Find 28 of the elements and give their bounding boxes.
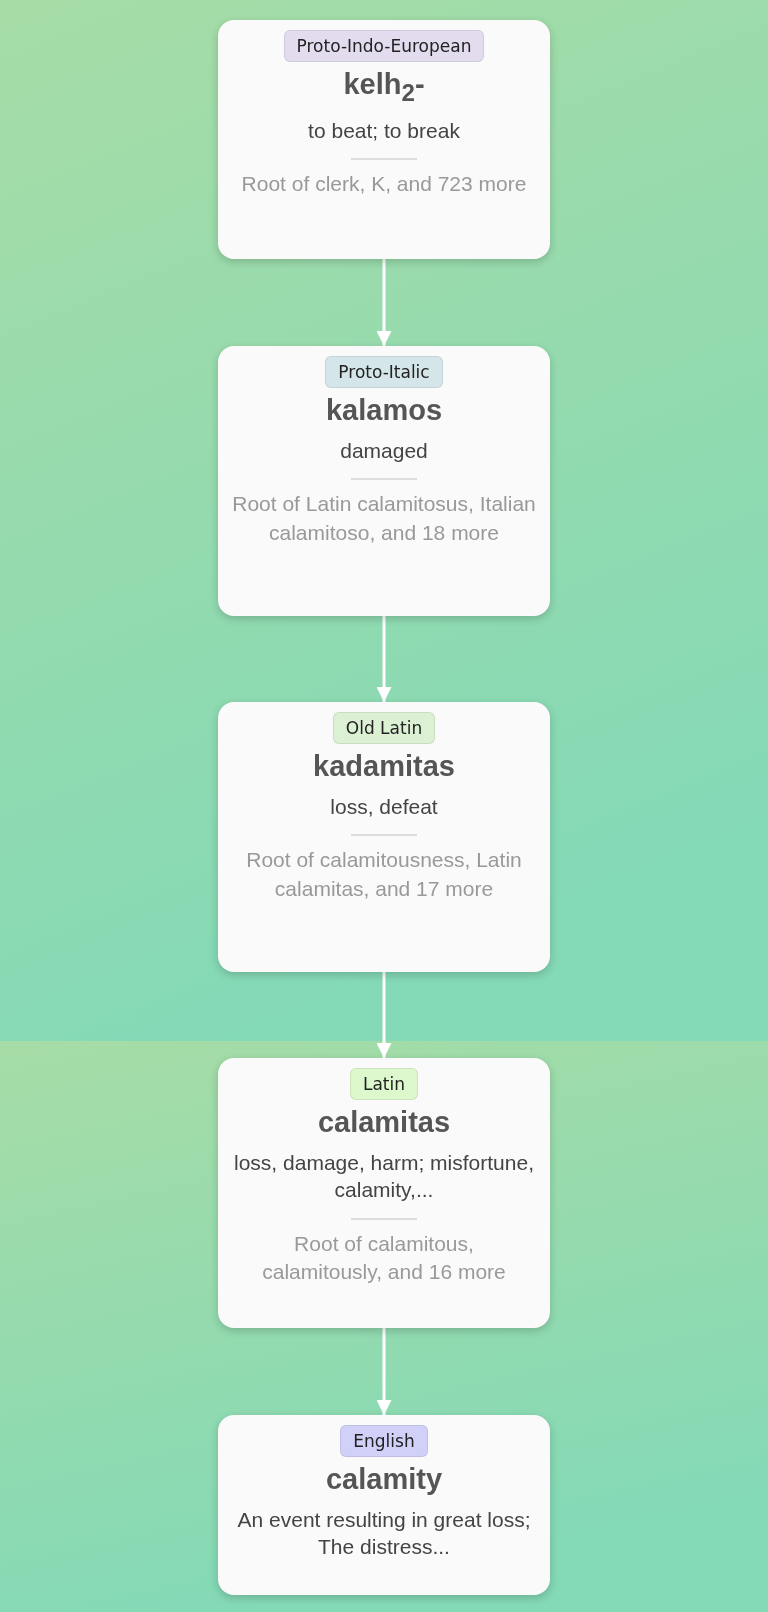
- language-tag: Latin: [349, 1068, 419, 1100]
- root-note: Root of Latin calamitosus, Italian calamitoso, and 18 more: [232, 491, 536, 546]
- arrow: [376, 972, 392, 1058]
- word-heading: calamity: [324, 1463, 444, 1496]
- language-tag: Proto-Indo-European: [283, 30, 485, 62]
- word-card: [218, 702, 550, 972]
- definition-text: An event resulting in great loss; The distress...: [236, 1507, 532, 1561]
- arrow: [376, 259, 392, 346]
- language-tag: Old Latin: [332, 712, 436, 744]
- word-card: [218, 1415, 550, 1595]
- word-card: [218, 20, 550, 259]
- arrow: [376, 1328, 392, 1415]
- definition-text: loss, defeat: [329, 794, 439, 820]
- word-card: [218, 346, 550, 616]
- word-card: [218, 1058, 550, 1328]
- definition-text: to beat; to break: [307, 117, 461, 144]
- arrow: [376, 616, 392, 702]
- word-heading: kelh$_{2}$-: [342, 68, 426, 107]
- language-tag: English: [340, 1425, 428, 1457]
- definition-text: damaged: [339, 438, 429, 464]
- language-tag: Proto-Italic: [325, 356, 443, 388]
- definition-text: loss, damage, harm; misfortune, calamity,...: [233, 1150, 535, 1204]
- word-heading: kadamitas: [312, 750, 456, 783]
- root-note: Root of clerk, K, and 723 more: [240, 171, 528, 198]
- word-heading: calamitas: [316, 1106, 452, 1139]
- root-note: Root of calamitousness, Latin calamitas, and 17 more: [245, 847, 523, 902]
- root-note: Root of calamitous, calamitously, and 16 more: [261, 1230, 507, 1285]
- word-heading: kalamos: [324, 394, 444, 427]
